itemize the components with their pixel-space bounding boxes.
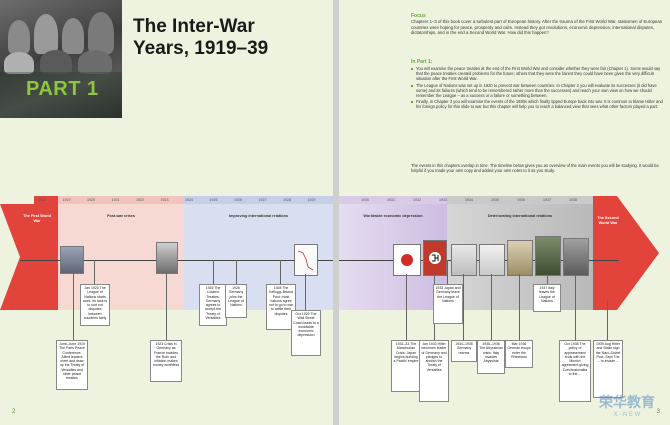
year-label-1929: 1929 [307,198,316,202]
focus-heading: Focus [411,13,426,19]
year-bar-postwar [58,196,184,204]
bullet-item: The League of Nations was set up in 1920… [411,83,666,99]
connector [447,260,448,284]
connector [406,274,407,340]
year-labels-left: 1918 1919 1920 1921 1922 1923 1924 1925 1926 1927… [0,196,333,204]
year-bar-improving [184,196,333,204]
japan-flag-thumbnail [393,244,421,276]
title-line-1: The Inter-War [133,16,255,37]
war-arrow-head [593,196,659,310]
year-bar-depression [339,196,447,204]
rhineland-thumbnail [507,240,533,276]
bullet-item: You will examine the peace treaties at t… [411,66,666,82]
watermark-text: 荣华教育 [599,394,655,410]
year-label-1938: 1938 [569,198,577,202]
connector [519,274,520,340]
caption-paris-conference: June–June 1919 The Paris Peace Conferenc… [56,340,88,390]
connector [547,274,548,284]
caption-wall-street-crash: Oct 1929 The Wall Street Crash leads to … [291,310,321,356]
caption-locarno: 1925 The Locarno Treaties: Germany agree… [199,284,227,326]
caption-abyssinian-crisis: 1935–1936 The Abyssinian crisis: Italy i… [477,340,505,374]
rearm-thumbnail [451,244,477,276]
yalta-photo [0,0,122,118]
year-label-1922: 1922 [136,198,144,202]
caption-germany-joins: 1926 Germany joins the League of Nations [225,284,247,318]
bullet-item: Finally, in Chapter 3 you will examine t… [411,99,666,109]
year-bar-deteriorating [447,196,593,204]
year-label-1934: 1934 [465,198,473,202]
connector [305,274,306,310]
caption-league-starts: Jan 1920 The League of Nations starts wo… [80,284,110,326]
year-label-1933: 1933 [439,198,447,202]
part-banner: PART 1 [0,72,122,118]
peace-conference-thumbnail [60,246,84,274]
connector [236,260,237,284]
chapter-bullets: You will examine the peace treaties at t… [411,66,666,111]
abyssinia-thumbnail [479,244,505,276]
events-text: The events in this chapters overlap in t… [411,163,659,174]
caption-nazi-soviet-pact: 1939 Aug Hitler and Stalin sign the Nazi… [593,340,623,398]
left-page: PART 1 The Inter-War Years, 1919–39 1918… [0,0,333,425]
year-label-1937: 1937 [543,198,551,202]
wall-street-graph-thumbnail [294,244,318,276]
ruhr-crisis-thumbnail [156,242,178,274]
war-arrow-tail [0,204,58,310]
caption-munich: Oct 1938 The policy of appeasement ends … [559,340,591,402]
year-label-1931: 1931 [387,198,395,202]
year-label-1924: 1924 [185,198,193,202]
year-label-1936: 1936 [517,198,525,202]
year-label-1926: 1926 [234,198,242,202]
right-page: Focus Chapters 1–3 of this book cover a … [339,0,670,425]
caption-ruhr-crisis: 1923 Crisis in Germany as France invades… [150,340,182,382]
year-label-1928: 1928 [283,198,291,202]
year-label-1923: 1923 [160,198,169,202]
connector [213,260,214,284]
caption-manchurian-crisis: 1931–33 The Manchurian Crisis: Japan beg… [391,340,421,392]
watermark: 荣华教育 X - N E W [587,392,667,418]
year-label-1927: 1927 [258,198,267,202]
page-title: The Inter-War Years, 1919–39 [133,16,328,60]
period-depression: Worldwide economic depression [363,214,423,218]
munich-thumbnail [563,238,589,276]
period-improving: Improving international relations [228,214,289,218]
page-number-right: 3 [656,409,660,415]
year-label-1919: 1919 [62,198,71,202]
watermark-sub: X - N E W [613,412,641,418]
connector [575,274,576,340]
period-deteriorating: Deteriorating international relations [487,214,553,218]
period-second-world-war: The Second World War [597,216,619,225]
chapter-heading: In Part 1: [411,59,433,65]
year-label-1930: 1930 [361,198,369,202]
period-first-world-war: The First World War [23,214,51,223]
nazi-flag-thumbnail [423,240,447,276]
caption-italy-leaves: 1937 Italy leaves the League of Nations [533,284,561,312]
caption-kellogg-briand: 1928 The Kellogg–Briand Pact: most natio… [266,284,296,330]
period-post-war: Post-war crises [106,214,136,218]
connector [280,260,281,284]
connector [491,274,492,340]
title-line-2: Years, 1919–39 [133,38,269,59]
caption-rhineland: Mar 1936 German troops enter the Rhinela… [505,340,533,368]
connector [94,260,95,284]
connector [166,272,167,340]
focus-text: Chapters 1–3 of this book cover a turbul… [411,19,663,36]
caption-hitler-leader: Jan 1933 Hitler becomes leader of German… [419,340,449,402]
connector [607,300,608,340]
italy-leaves-thumbnail [535,236,561,276]
connector [463,274,464,340]
part-label: PART 1 [26,78,99,100]
year-label-1932: 1932 [413,198,421,202]
connector [73,272,74,340]
year-label-1925: 1925 [209,198,218,202]
caption-germany-rearms: 1934–1935 Germany rearms [451,340,477,362]
page-number-left: 2 [12,409,16,415]
year-label-1920: 1920 [87,198,95,202]
caption-leave-league: 1933 Japan and Germany leave the League … [433,284,463,324]
year-label-1918: 1918 [38,198,46,202]
year-label-1921: 1921 [111,198,120,202]
year-bar-war [34,196,58,204]
year-label-1935: 1935 [491,198,499,202]
